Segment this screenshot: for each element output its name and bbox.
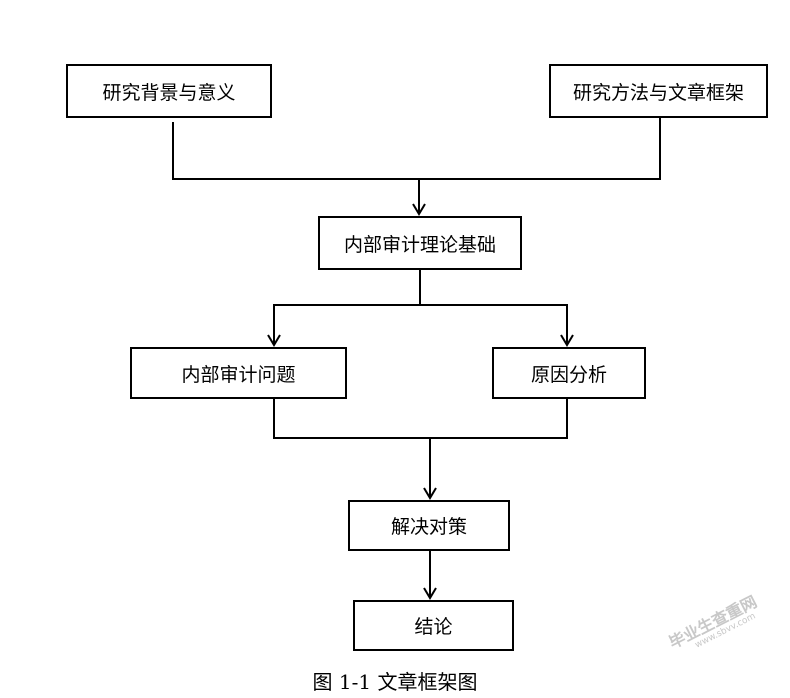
node-research-background: 研究背景与意义: [66, 64, 272, 118]
figure-caption: 图 1-1 文章框架图: [312, 670, 478, 694]
node-label: 原因分析: [530, 363, 607, 386]
node-label: 解决对策: [390, 516, 467, 538]
node-audit-theory: 内部审计理论基础: [318, 216, 522, 270]
node-label: 内部审计理论基础: [343, 233, 496, 256]
node-label: 研究背景与意义: [102, 81, 236, 104]
node-cause-analysis: 原因分析: [492, 347, 646, 399]
node-label: 结论: [414, 616, 453, 638]
node-label: 研究方法与文章框架: [572, 81, 744, 104]
node-conclusion: 结论: [353, 600, 514, 651]
node-solutions: 解决对策: [348, 500, 510, 551]
node-label: 内部审计问题: [181, 363, 296, 386]
node-audit-problems: 内部审计问题: [130, 347, 347, 399]
node-research-method: 研究方法与文章框架: [549, 64, 768, 118]
